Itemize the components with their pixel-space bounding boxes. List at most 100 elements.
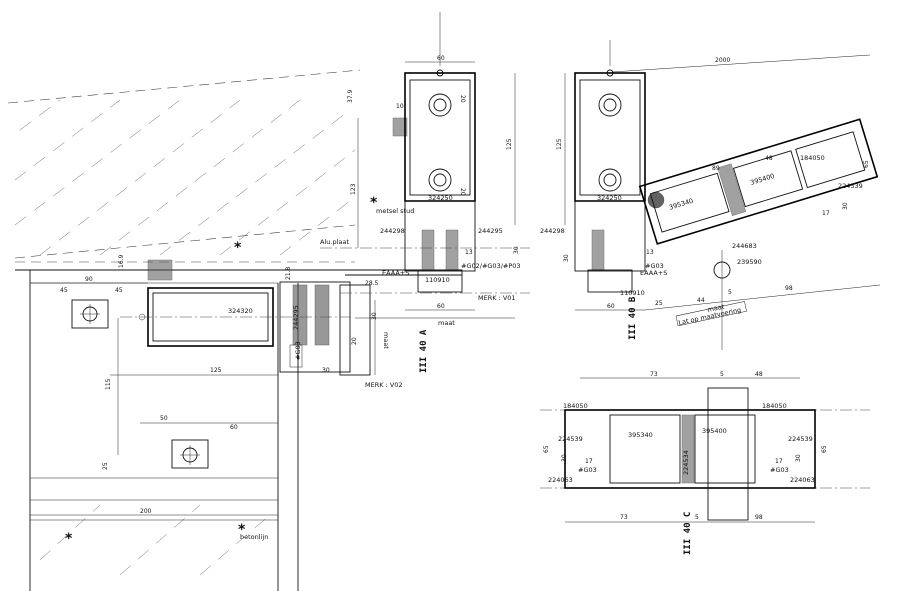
dim-28-5: 28.5 [365,280,379,287]
dim-10: 10 [396,103,404,110]
dim-98-c: 98 [755,514,763,521]
dim-2000: 2000 [715,57,730,64]
star-mark: * [234,240,242,256]
detail-a-merk: MERK : V02 [365,381,403,389]
dim-20: 20 [351,337,358,345]
dim-30-b: 30 [563,254,570,262]
dim-37-9: 37.9 [347,89,354,103]
star-mark: * [65,531,73,547]
dim-13-b: 13 [646,249,654,256]
code-184050-c1: 184050 [563,402,588,410]
dim-90: 90 [85,276,93,283]
label-metsel-stud: metsel stud [376,207,414,215]
masonry-hatch-area [7,69,361,263]
code-244295-b: 244295 [478,227,503,235]
dim-48: 48 [765,155,773,162]
dim-30-c2: 30 [795,454,802,462]
detail-b-title: III 40 B [628,296,638,340]
code-g03: #G03 [294,341,302,360]
code-eaaa: EAAA+S [382,269,409,277]
detail-c-transom: 73 5 48 395340 395400 184050 184050 2245… [540,371,870,555]
code-244683: 244683 [732,242,757,250]
anchor-bolt-top [71,299,109,329]
code-395340: 395340 [668,197,694,212]
code-244298: 244298 [380,227,405,235]
code-110910-b: 110910 [620,289,645,297]
dim-44-r: 44 [697,297,705,304]
dim-21-8: 21.8 [285,266,292,280]
dim-125: 125 [210,367,222,374]
dim-5-c: 5 [720,371,724,378]
dim-30: 30 [513,246,520,254]
wall-structure [15,117,408,591]
dim-20b: 20 [459,188,466,196]
detail-c-title: III 40 C [683,512,693,555]
dim-5-cb: 5 [695,514,699,521]
code-224534: 224534 [682,450,690,475]
dim-25: 25 [102,462,109,470]
dim-125-b: 125 [556,138,563,150]
code-g03-c1: #G03 [578,466,597,474]
label-maat: maat [382,332,390,349]
detail-b-right: 2000 324250 125 244298 30 13 #G03 EAAA+S… [540,40,881,350]
dim-200: 200 [140,508,152,515]
code-324250-b: 324250 [597,194,622,202]
dim-17-r: 17 [822,210,830,217]
dim-65-c1: 65 [543,445,550,453]
code-224539: 224539 [838,182,863,190]
dim-89: 89 [712,165,720,172]
dim-60-top: 60 [437,55,445,62]
anchor-bolt-bottom [171,439,209,469]
profile-324320: 324320 [120,287,350,347]
code-239590: 239590 [737,258,762,266]
label-alu-plaat: Alu.plaat [320,238,349,246]
code-395400-c: 395400 [702,427,727,435]
label-betonlijn: betonlijn [240,533,268,541]
dim-115: 115 [105,378,112,390]
code-224539-c2: 224539 [788,435,813,443]
dim-50: 50 [160,415,168,422]
code-244295: 244295 [292,305,300,330]
dim-60-bb: 60 [607,303,615,310]
code-224063-c1: 224063 [548,476,573,484]
dim-73: 73 [650,371,658,378]
dim-65-r: 65 [863,160,870,168]
code-395340-c: 395340 [628,431,653,439]
code-eaaa-b: EAAA+S [640,269,667,277]
dim-20a: 20 [459,95,466,103]
dim-17-c1: 17 [585,458,593,465]
code-g02-g03-p03: #G02/#G03/#P03 [461,262,521,270]
dim-16-9: 16.9 [118,254,125,268]
detail-b-mullion: 60 20 20 324250 125 37.9 10 123 244298 2… [320,12,530,327]
detail-a-junction: 244295 #G03 28.5 maat MERK : V02 III 40 … [279,269,462,389]
label-maat-b: maat [438,319,455,327]
code-395400: 395400 [749,172,775,187]
code-184050: 184050 [800,154,825,162]
star-mark: * [370,195,378,211]
dim-30-small: 30 [371,312,378,320]
dim-65-c2: 65 [821,445,828,453]
dim-73-b: 73 [620,514,628,521]
dim-30-r: 30 [842,202,849,210]
dim-98-r: 98 [785,285,793,292]
star-mark: * [238,522,246,538]
axis-marker [138,313,146,321]
code-324320: 324320 [228,307,253,315]
code-184050-c2: 184050 [762,402,787,410]
code-324250: 324250 [428,194,453,202]
dim-48-c: 48 [755,371,763,378]
dim-17-c2: 17 [775,458,783,465]
dim-45b: 45 [115,287,123,294]
left-dimensions: 90 45 45 115 125 50 60 25 200 16.9 21.8 … [30,254,358,516]
dim-60-b: 60 [437,303,445,310]
dim-5-r: 5 [728,289,732,296]
code-g03-c2: #G03 [770,466,789,474]
code-224539-c1: 224539 [558,435,583,443]
dim-123: 123 [350,183,357,195]
dim-30-c1: 30 [561,454,568,462]
detail-a-title: III 40 A [419,329,429,373]
dim-30: 30 [322,367,330,374]
dim-13: 13 [465,249,473,256]
code-g03-b: #G03 [645,262,664,270]
